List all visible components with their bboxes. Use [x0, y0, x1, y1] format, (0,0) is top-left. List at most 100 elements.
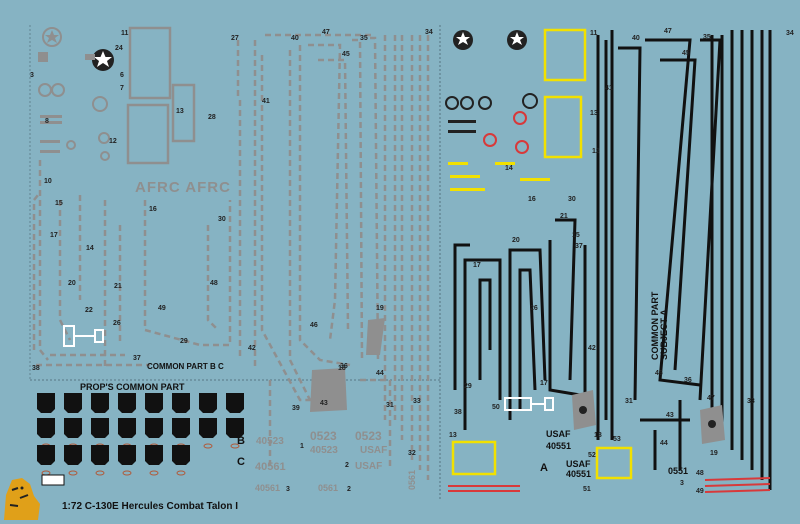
decal-number: 39 [292, 405, 300, 412]
decal-number: 48 [210, 280, 218, 287]
window-outline [126, 103, 170, 165]
red-ring [483, 133, 497, 147]
decal-number: 34 [425, 29, 433, 36]
title-text: C-130E Hercules Combat Talon I [84, 501, 238, 512]
propeller-hub-icon [122, 470, 132, 476]
red-stripes [448, 477, 771, 493]
yellow-stencil [450, 188, 485, 191]
stencil-circle [98, 132, 110, 144]
decal-number: 53 [613, 436, 621, 443]
decal-number: 31 [386, 402, 394, 409]
stencil-circle [522, 93, 538, 109]
grey-patch [310, 368, 347, 412]
decal-number: 3 [286, 486, 290, 493]
decal-number: 7 [120, 85, 124, 92]
decal-number: 37 [575, 243, 583, 250]
b-serial-mid: 0523 [310, 429, 337, 443]
title-prefix: 1:72 [62, 501, 83, 512]
decal-number: 34 [786, 30, 794, 37]
walkway-lines-grey [32, 33, 430, 480]
yellow-window [543, 28, 587, 82]
stencil-circle [478, 96, 492, 110]
usaf-2: USAF [566, 459, 591, 469]
italeri-logo [41, 474, 65, 486]
propeller-blade-icon [91, 445, 109, 465]
propeller-blade-icon [226, 393, 244, 413]
decal-number: 35 [703, 34, 711, 41]
yellow-window [451, 440, 497, 476]
decal-number: 33 [413, 398, 421, 405]
tiger-logo-icon [4, 478, 40, 520]
decal-number: 17 [50, 232, 58, 239]
decal-number: 44 [660, 440, 668, 447]
decal-number: 49 [158, 305, 166, 312]
propeller-blade-icon [199, 418, 217, 438]
stencil-text [40, 140, 60, 143]
decal-number: 32 [408, 450, 416, 457]
decal-number: 29 [180, 338, 188, 345]
c-serial-small: 40561 [255, 483, 281, 493]
stencil-circle [460, 96, 474, 110]
decal-number: 2 [347, 486, 351, 493]
yellow-stencil [450, 175, 480, 178]
decal-number: 2 [345, 462, 349, 469]
decal-number: 43 [666, 412, 674, 419]
decal-number: 15 [55, 200, 63, 207]
c-serial-left: 40561 [255, 461, 286, 473]
vertical-serial: 0561 [407, 469, 417, 490]
decal-number: 1 [300, 443, 304, 450]
decal-number: 8 [45, 118, 49, 125]
stencil-text [40, 115, 62, 118]
roundel-icon-dark [453, 30, 473, 50]
yellow-window [595, 446, 633, 480]
decal-number: 30 [218, 216, 226, 223]
b-letter: B [237, 435, 245, 447]
propeller-blade-icon [118, 445, 136, 465]
yellow-stencil [520, 178, 550, 181]
decal-number: 16 [528, 196, 536, 203]
decal-number: 21 [114, 283, 122, 290]
propeller-hub-icon [41, 470, 51, 476]
propeller-blade-icon [145, 418, 163, 438]
c-usaf: USAF [355, 461, 383, 472]
roundel-icon-dark-2 [507, 30, 527, 50]
decal-number: 19 [376, 305, 384, 312]
propeller-blade-icon [37, 393, 55, 413]
roundel-icon-2 [92, 49, 114, 71]
propeller-blade-icon [226, 418, 244, 438]
decal-number: 3 [680, 480, 684, 487]
propeller-blade-icon [199, 393, 217, 413]
decal-number: 45 [682, 50, 690, 57]
decal-number: 41 [262, 98, 270, 105]
propeller-blade-icon [37, 418, 55, 438]
decal-number: 36 [340, 363, 348, 370]
window-outline [128, 26, 172, 100]
black-dot [579, 406, 587, 414]
decal-number: 13 [449, 432, 457, 439]
b-serial-right: 0523 [355, 429, 382, 443]
decal-number: 47 [322, 29, 330, 36]
decal-number: 17 [473, 262, 481, 269]
decal-number: 17 [540, 380, 548, 387]
decal-number: 43 [320, 400, 328, 407]
white-bracket-decal-right [504, 397, 554, 411]
b-serial-left: 40523 [256, 436, 284, 447]
decal-number: 16 [149, 206, 157, 213]
decal-number: 36 [684, 377, 692, 384]
stencil-circle [38, 83, 52, 97]
yellow-stencil [448, 162, 468, 165]
sheet-title: 1:72 C-130E Hercules Combat Talon I [62, 502, 238, 512]
propeller-blade-icon [145, 445, 163, 465]
grey-patch [366, 318, 385, 355]
decal-number: 52 [588, 452, 596, 459]
propeller-blade-icon [118, 418, 136, 438]
decal-number: 24 [115, 45, 123, 52]
stencil-text [448, 130, 476, 133]
red-ring [515, 140, 529, 154]
decal-number: 22 [85, 307, 93, 314]
decal-number: 30 [568, 196, 576, 203]
decal-number: 38 [454, 409, 462, 416]
decal-number: 14 [86, 245, 94, 252]
common-part-bc-label: COMMON PART B C [147, 362, 224, 371]
